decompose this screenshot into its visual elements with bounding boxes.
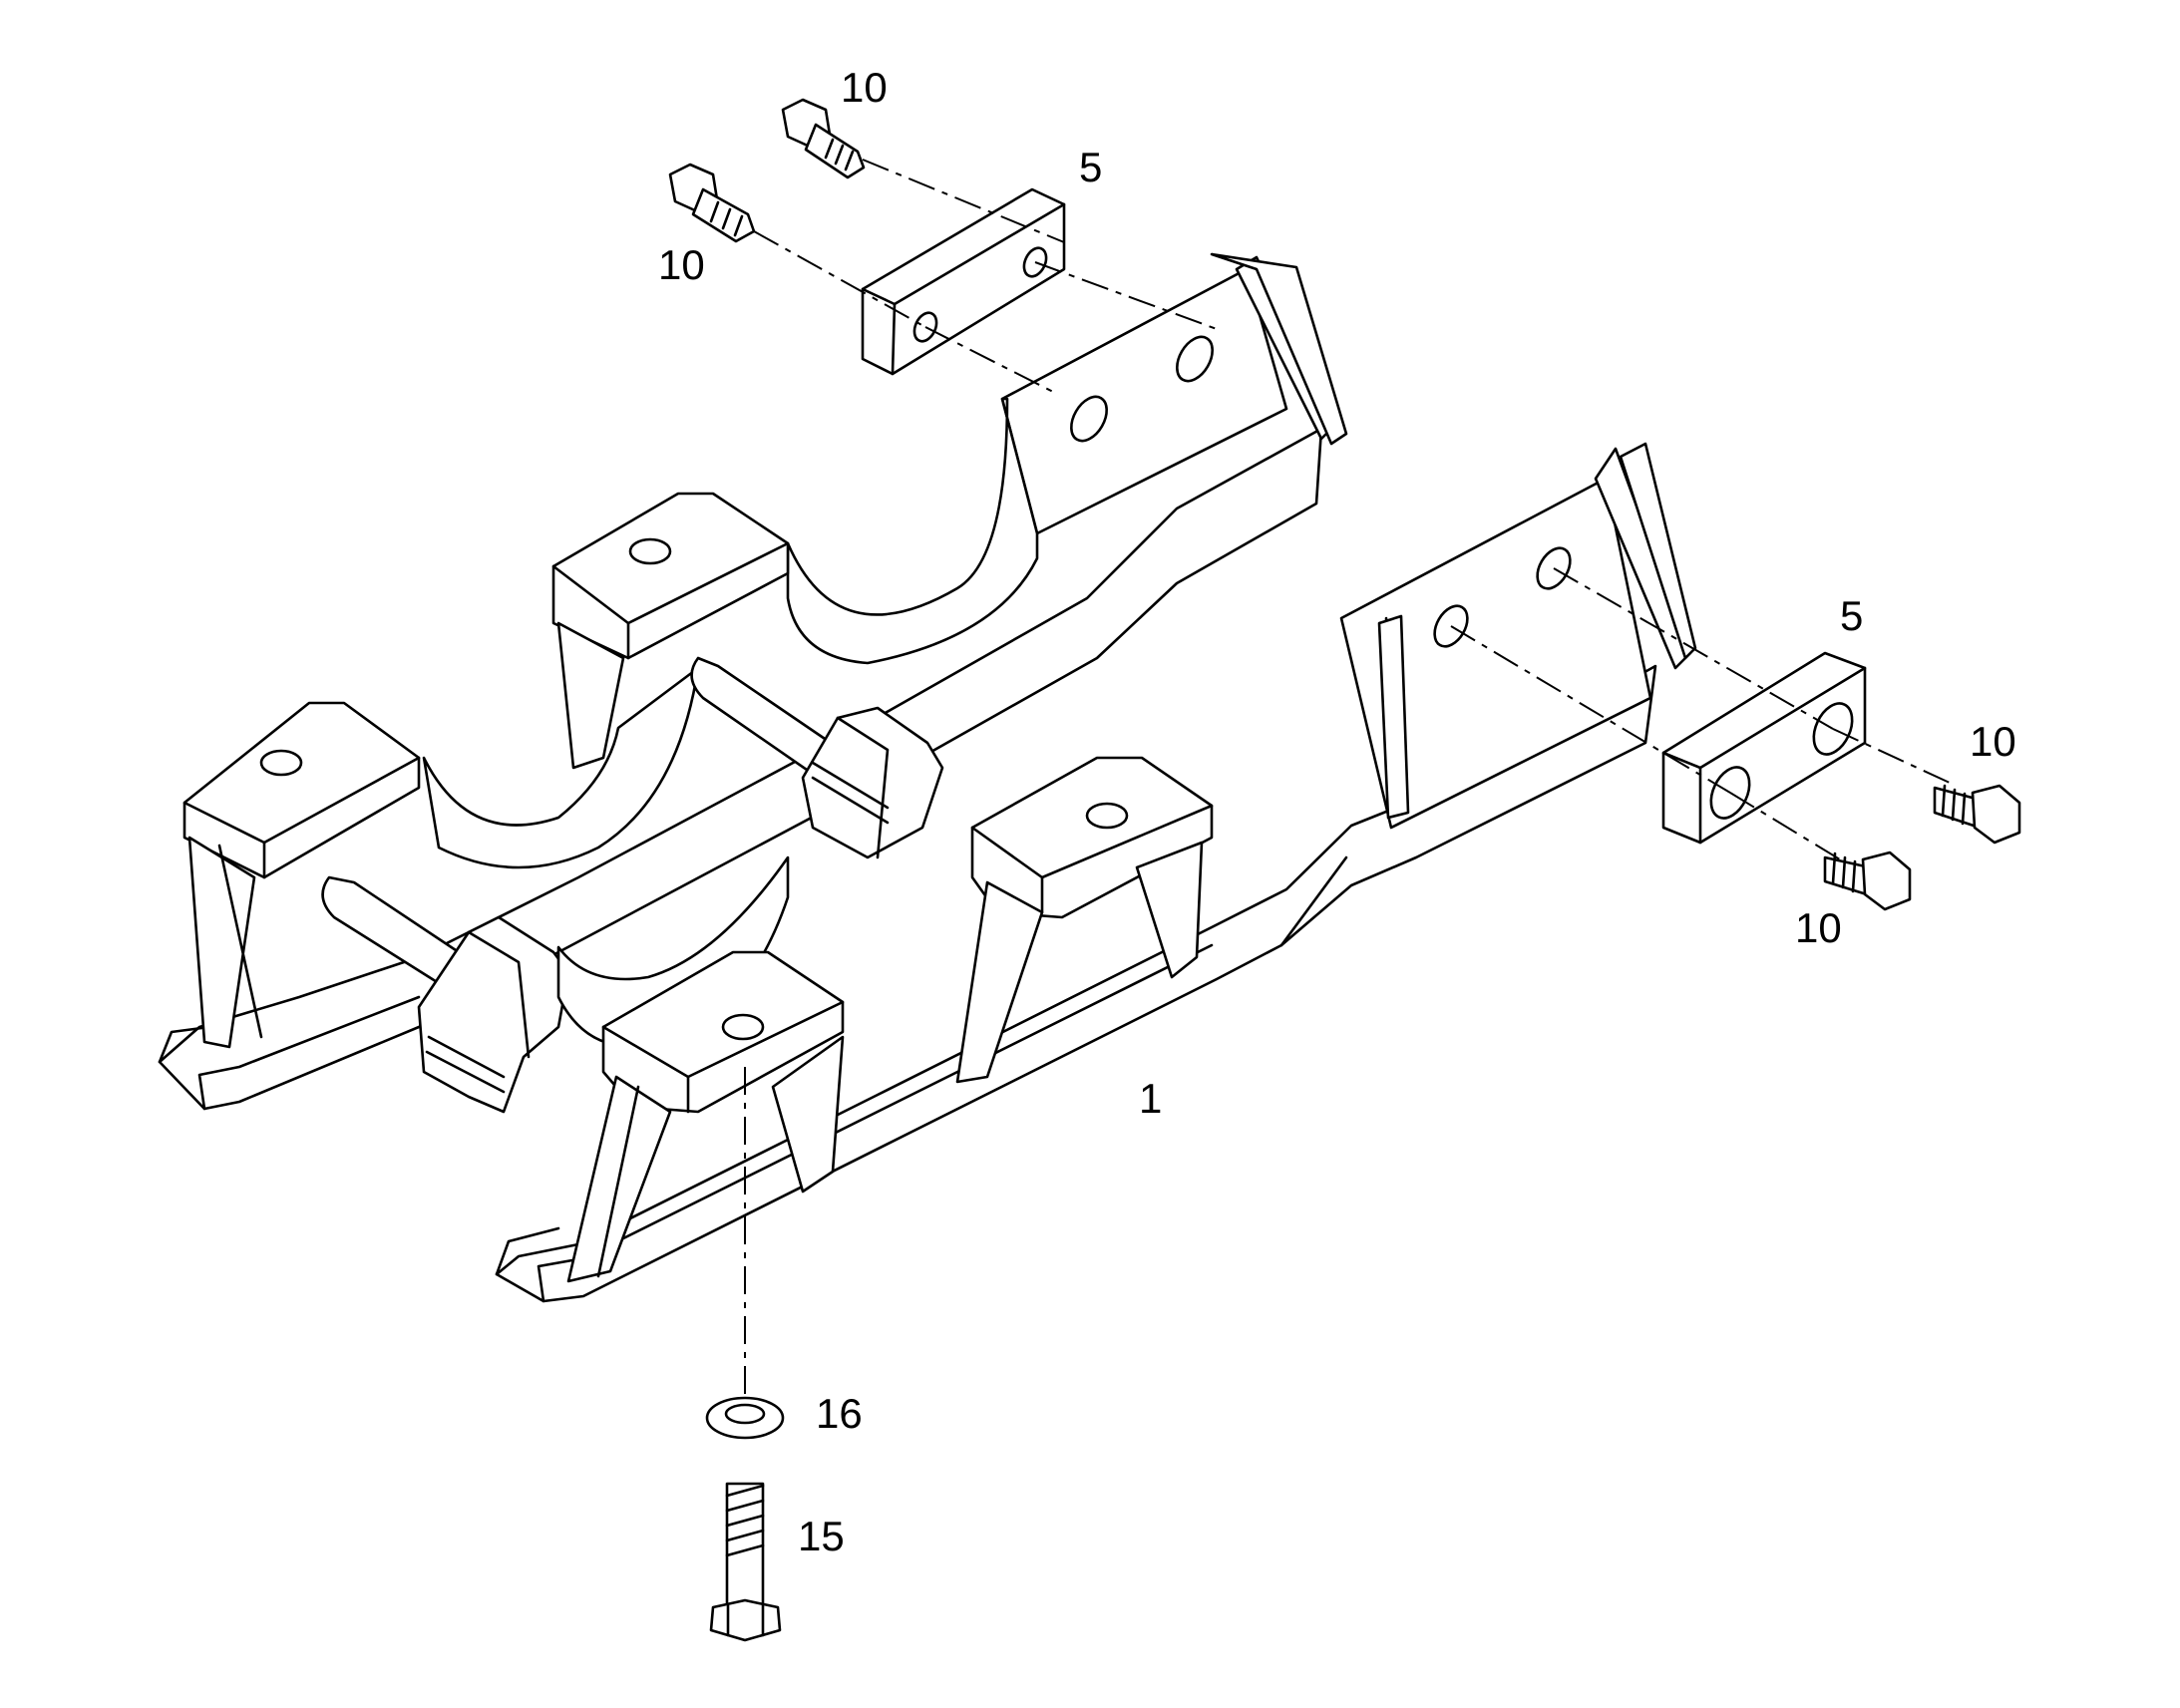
- frame-part: [158, 252, 1697, 1303]
- label-frame: 1: [1139, 1075, 1162, 1122]
- label-bolt-right-a: 10: [1970, 718, 2016, 765]
- frame-pillow-block-right: [801, 706, 944, 859]
- bolt-top-b: [668, 163, 756, 243]
- frame-rear-rail: [158, 427, 1323, 1111]
- bottom-bolt: [709, 1482, 782, 1642]
- label-bottom-bolt: 15: [798, 1513, 845, 1559]
- label-washer: 16: [816, 1390, 863, 1437]
- bolt-right-a: [1933, 784, 2021, 845]
- frame-lower-rail: [495, 664, 1657, 1303]
- label-bolt-top-a: 10: [841, 64, 888, 111]
- clamp-plate-top: [861, 187, 1066, 376]
- washer: [705, 1396, 785, 1440]
- label-bolt-right-b: 10: [1795, 904, 1842, 951]
- bolt-right-b: [1823, 851, 1912, 911]
- label-clamp-plate-top: 5: [1079, 144, 1102, 190]
- frame-pillow-block-left: [417, 915, 570, 1114]
- frame-cradle-rear: [786, 397, 1039, 665]
- label-clamp-plate-right: 5: [1840, 592, 1863, 639]
- frame-pad-front-left: [601, 950, 845, 1114]
- frame-pad-rear-mid: [551, 492, 790, 660]
- assembly-lines: [744, 159, 1951, 1396]
- label-bolt-top-b: 10: [658, 241, 705, 288]
- bolt-top-a: [781, 98, 866, 179]
- frame-pad-front-right: [970, 756, 1214, 919]
- callout-labels: 1 5 5 10 10 10 10 16 15: [658, 64, 2016, 1559]
